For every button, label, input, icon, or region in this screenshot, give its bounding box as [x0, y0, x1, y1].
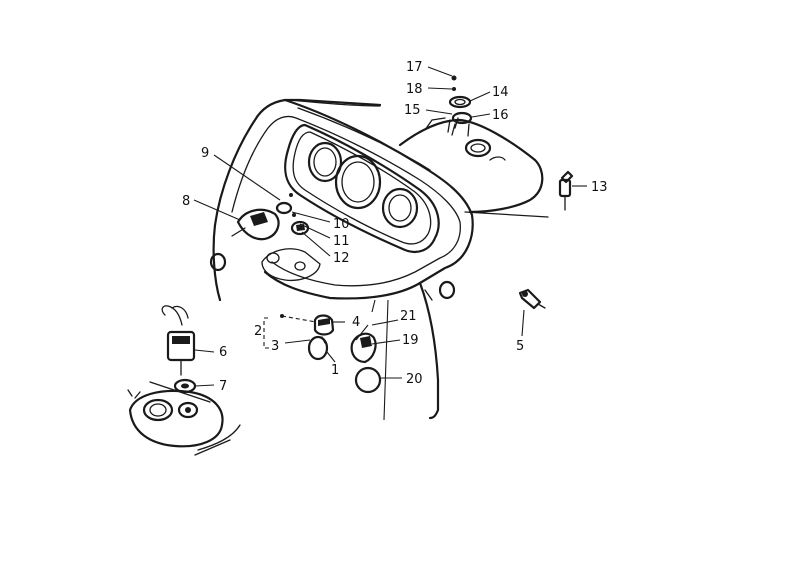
- callout-13: 13: [591, 180, 608, 195]
- callout-6: 6: [219, 345, 227, 360]
- leader-lines: [193, 66, 587, 421]
- callout-15: 15: [404, 103, 421, 118]
- gauge-cluster: [284, 123, 440, 254]
- callout-17: 17: [406, 60, 423, 75]
- callout-2: 2: [254, 324, 262, 339]
- callout-5: 5: [516, 339, 524, 354]
- switch-knob-parts: [275, 193, 310, 236]
- side-grommet: [209, 252, 227, 272]
- callout-10: 10: [333, 217, 350, 232]
- callout-19: 19: [402, 333, 419, 348]
- push-switch-parts: [280, 314, 335, 361]
- switch-part-5: [518, 288, 546, 310]
- callout-9: 9: [201, 146, 209, 161]
- right-gauge-dial: [381, 187, 419, 229]
- callout-18: 18: [406, 82, 423, 97]
- callout-14: 14: [492, 85, 509, 100]
- callout-16: 16: [492, 108, 509, 123]
- fuel-tank: [398, 117, 549, 218]
- ignition-switch-part-8: [231, 208, 280, 241]
- callout-4: 4: [352, 315, 360, 330]
- choke-knob-parts: [350, 332, 382, 394]
- left-gauge-dial: [307, 141, 343, 183]
- callout-labels: 1 2 3 4 5 6 7 8 9 10 11 12 13 14 15 16 1…: [182, 60, 608, 394]
- callout-7: 7: [219, 379, 227, 394]
- callout-1: 1: [331, 363, 339, 378]
- callout-20: 20: [406, 372, 423, 387]
- fuel-filler-neck: [464, 138, 492, 158]
- callout-11: 11: [333, 234, 350, 249]
- right-grommet: [438, 280, 456, 300]
- callout-8: 8: [182, 194, 190, 209]
- lower-cowl-details: [209, 248, 456, 300]
- sensor-part-13: [558, 170, 574, 211]
- callout-12: 12: [333, 251, 350, 266]
- callout-21: 21: [400, 309, 417, 324]
- engine-base-bracket: [127, 381, 241, 456]
- instrument-panel-housing: [212, 98, 474, 420]
- relay-part-6: [161, 305, 196, 376]
- fuel-cap-assembly: [448, 75, 473, 137]
- center-gauge-dial: [334, 154, 382, 210]
- callout-3: 3: [271, 339, 279, 354]
